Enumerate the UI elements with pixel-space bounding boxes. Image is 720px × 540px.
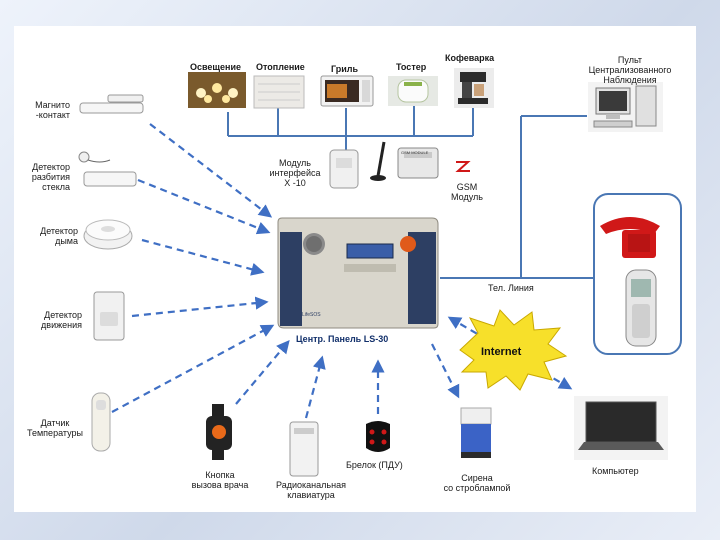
phone-line-wire bbox=[440, 115, 594, 279]
phone-group-frame bbox=[593, 193, 682, 355]
central-panel-device bbox=[277, 217, 439, 329]
smoke-detector-device bbox=[83, 219, 133, 250]
siren-device bbox=[460, 407, 492, 458]
siren-label: Сирена со строблампой bbox=[443, 473, 511, 493]
x10-module-label: Модуль интерфейса X -10 bbox=[269, 158, 321, 188]
monitoring-station-computer bbox=[588, 82, 663, 132]
grill-label: Гриль bbox=[331, 64, 359, 74]
doctor-button-label: Кнопка вызова врача bbox=[191, 470, 249, 490]
keyfob-label: Брелок (ПДУ) bbox=[346, 460, 403, 470]
motion-detector-label: Детектор движения bbox=[41, 310, 82, 330]
wireless-arrows bbox=[111, 123, 573, 419]
temperature-sensor-device bbox=[91, 392, 111, 452]
keypad-label: Радиоканальная клавиатура bbox=[276, 480, 346, 500]
central-panel-label: Центр. Панель LS-30 bbox=[296, 334, 389, 344]
panel-brand-label: LifeSOS bbox=[302, 312, 321, 318]
lamp-photo bbox=[188, 72, 246, 108]
internet-burst-shape bbox=[459, 309, 568, 391]
keyfob-device bbox=[366, 421, 390, 452]
gsm-module-brand: GSM MODULE bbox=[401, 150, 429, 155]
microwave-photo bbox=[320, 75, 374, 107]
doctor-button-device bbox=[206, 404, 232, 460]
monitoring-station-label: Пульт Централизованного Наблюдения bbox=[588, 55, 672, 85]
glass-break-device bbox=[78, 151, 137, 187]
gsm-signal-icon bbox=[455, 161, 471, 172]
keypad-device bbox=[289, 421, 319, 477]
appliance-bus-wires bbox=[227, 106, 474, 150]
magnetic-contact-device bbox=[79, 94, 144, 114]
antenna-device bbox=[370, 141, 386, 181]
lighting-label: Освещение bbox=[190, 62, 241, 72]
red-phone-device bbox=[600, 217, 660, 258]
toaster-photo bbox=[388, 76, 438, 106]
x10-module-device bbox=[329, 149, 359, 189]
toaster-label: Тостер bbox=[396, 62, 427, 72]
coffee-maker-photo bbox=[454, 68, 494, 108]
gsm-module-label: GSM Модуль bbox=[451, 182, 483, 202]
gsm-module-device bbox=[397, 147, 439, 179]
motion-detector-device bbox=[93, 291, 125, 341]
computer-label: Компьютер bbox=[592, 466, 639, 476]
phone-line-label: Тел. Линия bbox=[488, 283, 534, 293]
heating-label: Отопление bbox=[256, 62, 305, 72]
temperature-sensor-label: Датчик Температуры bbox=[27, 418, 83, 438]
magnetic-contact-label: Магнито -контакт bbox=[35, 100, 70, 120]
laptop-device bbox=[574, 396, 668, 460]
heater-photo bbox=[253, 75, 305, 109]
coffee-maker-label: Кофеварка bbox=[445, 53, 495, 63]
mobile-phone-device bbox=[625, 269, 657, 347]
internet-label: Internet bbox=[481, 346, 522, 358]
smoke-detector-label: Детектор дыма bbox=[40, 226, 78, 246]
glass-break-label: Детектор разбития стекла bbox=[31, 162, 70, 192]
